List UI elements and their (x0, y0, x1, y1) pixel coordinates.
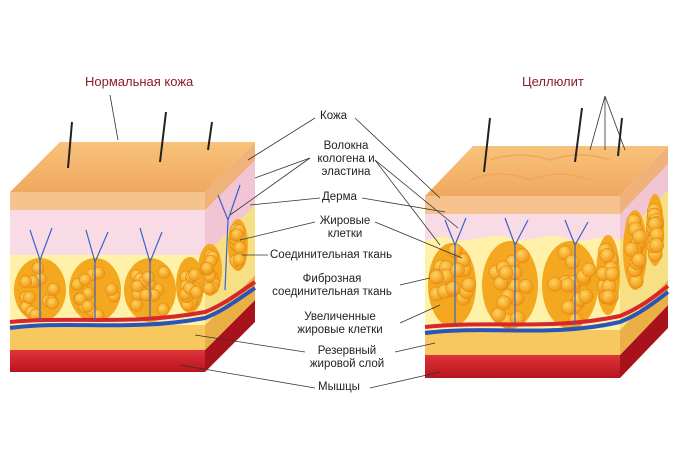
fat-cell (233, 241, 246, 254)
fat-cell (200, 261, 214, 275)
epidermis-front (10, 192, 205, 210)
muscle-side (205, 300, 255, 372)
fat-cell (547, 277, 563, 292)
fat-cell (445, 280, 461, 296)
fat-cell (600, 289, 616, 305)
fat-cell (190, 285, 203, 299)
normal-skin-title: Нормальная кожа (85, 74, 194, 89)
fat-cell (496, 295, 512, 311)
vein (9, 286, 257, 330)
fat-cell (19, 275, 33, 289)
reserve-fat-front (10, 325, 205, 350)
epidermis-top (10, 142, 255, 192)
fat-cell (141, 270, 155, 284)
fat-cell (429, 269, 444, 285)
fat-cell (632, 229, 647, 244)
fat-cell (81, 299, 94, 313)
label-enlarged-cells: Увеличенные жировые клетки (297, 311, 383, 336)
epidermis-front-cellulite (425, 196, 620, 214)
label-fat-cells: Жировые клетки (319, 215, 371, 240)
leader-lines (109, 94, 626, 389)
label-fibers: Волокна кологена и эластина (317, 140, 375, 178)
artery (9, 280, 257, 324)
cellulite-nerve-fibers (444, 217, 589, 325)
fat-cell (139, 288, 153, 302)
label-reserve-fat: Резервный жировой слой (309, 345, 385, 370)
fat-cell (498, 265, 514, 281)
label-muscles: Мышцы (318, 381, 360, 393)
fat-cell (560, 277, 575, 293)
artery-cellulite (424, 284, 670, 329)
fat-cell (131, 279, 144, 293)
fat-cell (581, 262, 597, 278)
epidermis-side-cellulite (620, 146, 668, 214)
fat-cell (649, 237, 664, 253)
normal-skin-block (9, 111, 257, 372)
cellulite-dimples (469, 154, 611, 181)
muscle-front (10, 350, 205, 372)
normal-nerve-fibers (29, 184, 241, 320)
label-fibrous: Фиброзная соединительная ткань (272, 273, 392, 298)
reserve-fat-front-cellulite (425, 330, 620, 355)
label-connective: Соединительная ткань (270, 249, 393, 261)
fat-cell (450, 262, 465, 278)
fat-cell (518, 279, 534, 294)
normal-fat-cells (14, 219, 248, 322)
fat-cell (46, 296, 59, 310)
fat-cell (624, 242, 639, 257)
normal-hairs (67, 111, 213, 169)
muscle-front-cellulite (425, 355, 620, 378)
fat-cell (599, 248, 615, 263)
cellulite-skin-block (424, 107, 670, 378)
dermis-side (205, 150, 255, 255)
reserve-fat-side (205, 275, 255, 350)
vein-cellulite (424, 290, 670, 335)
epidermis-side (205, 142, 255, 210)
fat-cell (514, 248, 530, 263)
fat-cell (105, 283, 118, 296)
fat-cell (604, 266, 620, 282)
fat-cell (233, 253, 246, 266)
label-dermis: Дерма (322, 191, 357, 203)
fat-cell (202, 281, 216, 295)
fat-cell (461, 277, 477, 293)
fat-cell (230, 228, 244, 241)
fat-cell (22, 291, 36, 304)
fat-cell (631, 252, 647, 268)
fat-cell (564, 254, 580, 270)
muscle-side-cellulite (620, 305, 668, 378)
fat-cell (156, 303, 170, 316)
fat-cell (130, 298, 143, 312)
enlarged-fat-cells (428, 194, 665, 329)
fat-cell (47, 282, 60, 296)
fat-cell (78, 273, 92, 287)
dermis-front (10, 200, 205, 255)
fat-cell (578, 288, 594, 304)
label-skin: Кожа (320, 110, 348, 122)
fat-cell (92, 266, 105, 280)
fat-cell (157, 265, 171, 279)
fat-cell (31, 261, 45, 275)
cellulite-title: Целлюлит (522, 74, 584, 89)
